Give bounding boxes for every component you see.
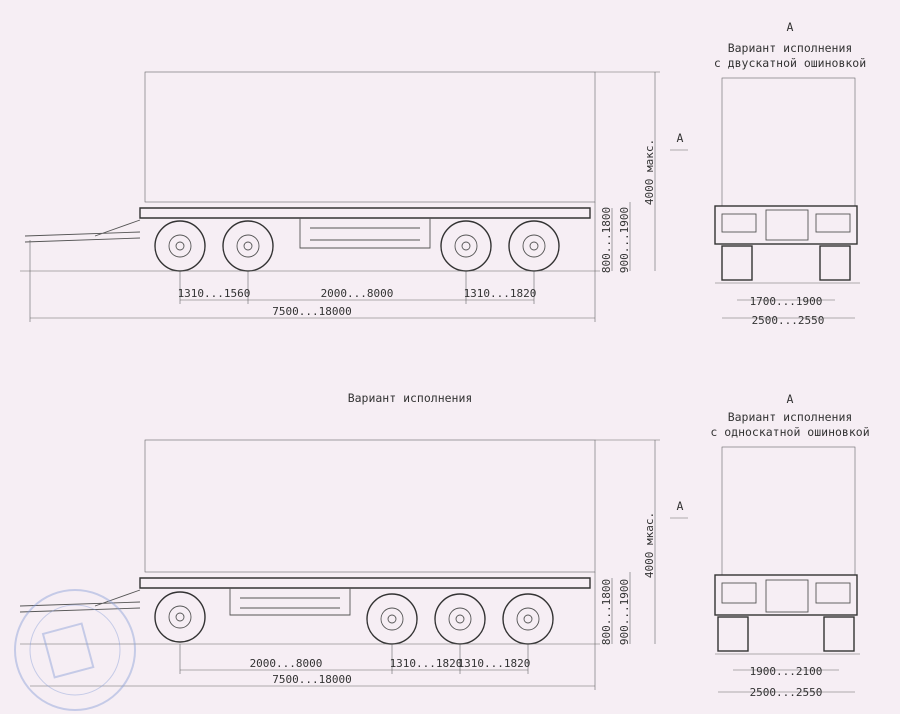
- top-variant-line1: Вариант исполнения: [728, 41, 853, 55]
- top-frame: [139, 207, 591, 219]
- top-track-dim: 1700...1900: [750, 295, 823, 308]
- top-axle-rear-dim: 1310...1820: [464, 287, 537, 300]
- top-rear-container: [721, 77, 856, 207]
- top-variant-line2: с двускатной ошиновкой: [714, 56, 866, 70]
- bottom-wheelbase-dim: 2000...8000: [250, 657, 323, 670]
- bottom-max-height-dim: 4000 мкас.: [643, 512, 656, 578]
- bottom-view-a-label: А: [787, 392, 794, 406]
- bottom-axle-a-dim: 1310...1820: [390, 657, 463, 670]
- top-wheelbase-dim: 2000...8000: [321, 287, 394, 300]
- bottom-track-dim: 1900...2100: [750, 665, 823, 678]
- top-container-outline: [144, 71, 596, 203]
- top-frame-height-dim: 800...1800: [600, 207, 613, 273]
- top-rear-frame: [714, 205, 858, 245]
- top-side-view: 1310...1560 2000...8000 1310...1820 7500…: [20, 71, 688, 322]
- bottom-drawbar: [19, 589, 141, 613]
- bottom-rear-frame: [714, 574, 858, 616]
- bottom-platform-height-dim: 900...1900: [618, 579, 631, 645]
- top-frame-mid: [299, 218, 431, 249]
- top-wheels: [154, 220, 560, 272]
- bottom-axle-b-dim: 1310...1820: [458, 657, 531, 670]
- top-length-dim: 7500...18000: [272, 305, 351, 318]
- bottom-frame: [139, 577, 591, 589]
- stamp-seal: [14, 589, 136, 711]
- bottom-variant-line2: с односкатной ошиновкой: [710, 425, 869, 439]
- bottom-wheels: [154, 591, 554, 645]
- top-drawbar: [24, 219, 141, 243]
- bottom-section-marker: А: [677, 499, 684, 513]
- top-section-marker: А: [677, 131, 684, 145]
- bottom-frame-height-dim: 800...1800: [600, 579, 613, 645]
- bottom-width-dim: 2500...2550: [750, 686, 823, 699]
- bottom-rear-container: [721, 446, 856, 576]
- top-max-height-dim: 4000 макс.: [643, 139, 656, 205]
- bottom-length-dim: 7500...18000: [272, 673, 351, 686]
- bottom-variant-line1: Вариант исполнения: [728, 410, 853, 424]
- middle-variant-caption: Вариант исполнения: [348, 391, 473, 405]
- top-axle-front-dim: 1310...1560: [178, 287, 251, 300]
- bottom-rear-view: А Вариант исполнения с односкатной ошино…: [710, 392, 869, 699]
- top-width-dim: 2500...2550: [752, 314, 825, 327]
- top-view-a-label: А: [787, 20, 794, 34]
- top-platform-height-dim: 900...1900: [618, 207, 631, 273]
- top-rear-view: А Вариант исполнения с двускатной ошинов…: [714, 20, 866, 327]
- bottom-container-outline: [144, 439, 596, 573]
- bottom-side-view: 2000...8000 1310...1820 1310...1820 7500…: [19, 439, 688, 690]
